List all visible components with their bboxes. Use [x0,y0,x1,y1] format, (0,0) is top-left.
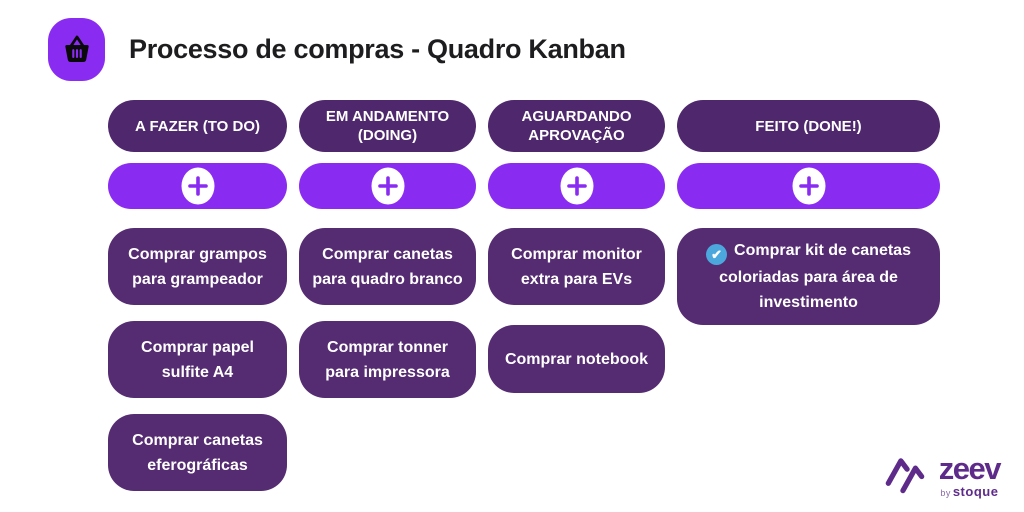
column-header-todo: A FAZER (TO DO) [108,100,287,152]
page-header: Processo de compras - Quadro Kanban [48,18,626,81]
kanban-card[interactable]: Comprar canetas para quadro branco [299,228,476,305]
add-card-button-waiting[interactable] [488,163,665,209]
check-icon: ✔ [706,244,728,265]
column-title: FEITO (DONE!) [755,117,862,135]
kanban-card[interactable]: Comprar canetas eferográficas [108,414,287,491]
kanban-card[interactable]: Comprar papel sulfite A4 [108,321,287,398]
plus-icon [792,167,825,205]
column-header-done: FEITO (DONE!) [677,100,940,152]
card-text: Comprar canetas eferográficas [132,431,263,474]
brand-name: zeev [938,450,1002,486]
page-title: Processo de compras - Quadro Kanban [129,34,626,64]
kanban-card[interactable]: Comprar monitor extra para EVs [488,228,665,305]
card-text: Comprar papel sulfite A4 [141,338,254,381]
plus-icon [181,167,214,205]
card-text: ✔Comprar kit de canetas coloriadas para … [691,238,926,315]
plus-icon [560,167,593,205]
plus-icon [371,167,404,205]
basket-icon [48,18,105,81]
card-text: Comprar tonner para impressora [325,338,450,381]
column-waiting: AGUARDANDO APROVAÇÃO Comprar monitor ext… [488,100,665,491]
column-todo: A FAZER (TO DO) Comprar grampos para gra… [108,100,287,491]
add-card-button-doing[interactable] [299,163,476,209]
column-title: EM ANDAMENTO (DOING) [325,108,450,144]
column-title: A FAZER (TO DO) [135,117,260,135]
card-text: Comprar notebook [504,350,649,368]
column-done: FEITO (DONE!) ✔Comprar kit de canetas co… [677,100,940,491]
card-text: Comprar grampos para grampeador [128,245,267,288]
column-header-waiting: AGUARDANDO APROVAÇÃO [488,100,665,152]
add-card-button-done[interactable] [677,163,940,209]
kanban-card[interactable]: Comprar tonner para impressora [299,321,476,398]
zeev-mark-icon [885,458,925,494]
kanban-card[interactable]: Comprar grampos para grampeador [108,228,287,305]
column-title: AGUARDANDO APROVAÇÃO [521,108,632,144]
kanban-card-done[interactable]: ✔Comprar kit de canetas coloriadas para … [677,228,940,325]
column-header-doing: EM ANDAMENTO (DOING) [299,100,476,152]
column-doing: EM ANDAMENTO (DOING) Comprar canetas par… [299,100,476,491]
card-text: Comprar monitor extra para EVs [511,245,642,288]
add-card-button-todo[interactable] [108,163,287,209]
kanban-card[interactable]: Comprar notebook [488,325,665,393]
kanban-board: A FAZER (TO DO) Comprar grampos para gra… [108,100,940,491]
card-text: Comprar canetas para quadro branco [312,245,463,288]
